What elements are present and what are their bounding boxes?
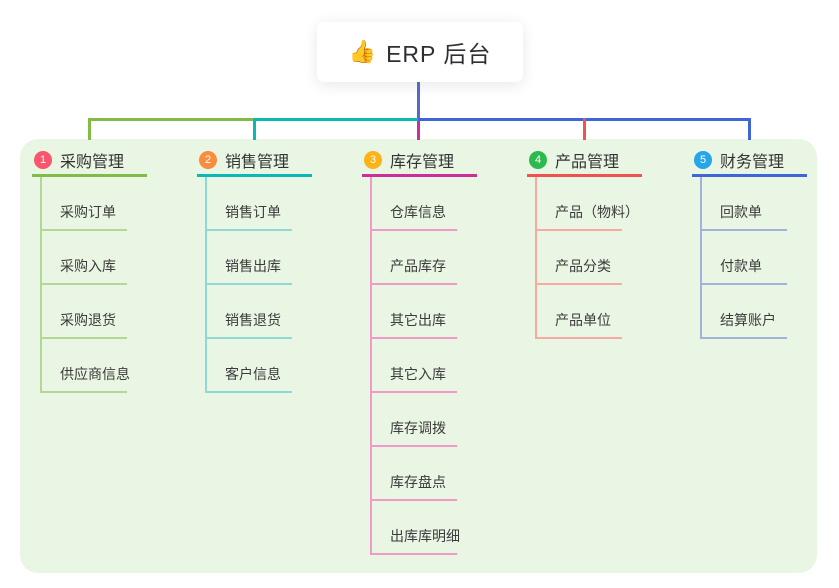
child-node-label: 出库库明细 [390, 528, 460, 544]
badge-4-icon: 4 [529, 151, 547, 169]
branch-label: 产品管理 [555, 154, 620, 171]
node-sales-outbound[interactable]: 销售出库 [207, 231, 292, 285]
node-sales-order[interactable]: 销售订单 [207, 177, 292, 231]
branch-purchase: 1 采购管理 采购订单 采购入库 采购退货 供应商信息 [32, 146, 147, 393]
branch-children-inventory: 仓库信息 产品库存 其它出库 其它入库 库存调拨 库存盘点 出库库明细 [370, 177, 460, 555]
node-purchase-return[interactable]: 采购退货 [42, 285, 127, 339]
root-node-erp[interactable]: 👍 ERP 后台 [317, 22, 523, 82]
branch-children-finance: 回款单 付款单 结算账户 [700, 177, 787, 339]
child-node-label: 产品库存 [390, 258, 446, 274]
child-node-label: 采购订单 [60, 204, 116, 220]
child-node-label: 其它入库 [390, 366, 446, 382]
child-node-label: 采购入库 [60, 258, 116, 274]
branch-children-purchase: 采购订单 采购入库 采购退货 供应商信息 [40, 177, 130, 393]
node-customer-info[interactable]: 客户信息 [207, 339, 292, 393]
node-product-category[interactable]: 产品分类 [537, 231, 622, 285]
node-other-outbound[interactable]: 其它出库 [372, 285, 457, 339]
child-node-label: 销售出库 [225, 258, 281, 274]
child-node-label: 库存调拨 [390, 420, 446, 436]
connector-bus-purchase [88, 118, 254, 121]
node-product-stock[interactable]: 产品库存 [372, 231, 457, 285]
branch-children-product: 产品（物料） 产品分类 产品单位 [535, 177, 639, 339]
branch-title-purchase[interactable]: 1 采购管理 [32, 146, 147, 177]
node-stock-transfer[interactable]: 库存调拨 [372, 393, 457, 447]
branch-label: 财务管理 [720, 154, 785, 171]
node-purchase-inbound[interactable]: 采购入库 [42, 231, 127, 285]
child-node-label: 其它出库 [390, 312, 446, 328]
child-node-label: 付款单 [720, 258, 762, 274]
branch-title-finance[interactable]: 5 财务管理 [692, 146, 807, 177]
branch-inventory: 3 库存管理 仓库信息 产品库存 其它出库 其它入库 库存调拨 库存盘点 出库库… [362, 146, 477, 555]
child-node-label: 产品单位 [555, 312, 611, 328]
branch-title-inventory[interactable]: 3 库存管理 [362, 146, 477, 177]
connector-drop-purchase [88, 118, 91, 140]
branch-title-sales[interactable]: 2 销售管理 [197, 146, 312, 177]
badge-2-icon: 2 [199, 151, 217, 169]
branch-sales: 2 销售管理 销售订单 销售出库 销售退货 客户信息 [197, 146, 312, 393]
node-payment-order[interactable]: 付款单 [702, 231, 787, 285]
node-stock-check[interactable]: 库存盘点 [372, 447, 457, 501]
branch-label: 库存管理 [390, 154, 455, 171]
node-purchase-order[interactable]: 采购订单 [42, 177, 127, 231]
badge-5-icon: 5 [694, 151, 712, 169]
child-node-label: 客户信息 [225, 366, 281, 382]
child-node-label: 销售退货 [225, 312, 281, 328]
connector-drop-product [583, 118, 586, 140]
connector-drop-inventory [417, 121, 420, 140]
root-node-label: ERP 后台 [386, 41, 492, 67]
branch-finance: 5 财务管理 回款单 付款单 结算账户 [692, 146, 807, 339]
child-node-label: 库存盘点 [390, 474, 446, 490]
child-node-label: 采购退货 [60, 312, 116, 328]
branch-title-product[interactable]: 4 产品管理 [527, 146, 642, 177]
node-product-material[interactable]: 产品（物料） [537, 177, 639, 231]
node-receipt-order[interactable]: 回款单 [702, 177, 787, 231]
node-supplier-info[interactable]: 供应商信息 [42, 339, 130, 393]
branch-product: 4 产品管理 产品（物料） 产品分类 产品单位 [527, 146, 642, 339]
node-other-inbound[interactable]: 其它入库 [372, 339, 457, 393]
branch-label: 销售管理 [225, 154, 290, 171]
child-node-label: 回款单 [720, 204, 762, 220]
badge-3-icon: 3 [364, 151, 382, 169]
branch-children-sales: 销售订单 销售出库 销售退货 客户信息 [205, 177, 292, 393]
badge-1-icon: 1 [34, 151, 52, 169]
child-node-label: 销售订单 [225, 204, 281, 220]
node-outbound-detail[interactable]: 出库库明细 [372, 501, 460, 555]
connector-root-vertical [417, 82, 420, 118]
child-node-label: 仓库信息 [390, 204, 446, 220]
connector-drop-finance [748, 118, 751, 140]
child-node-label: 产品（物料） [555, 204, 639, 220]
thumbs-up-icon: 👍 [348, 39, 378, 64]
node-settlement-account[interactable]: 结算账户 [702, 285, 787, 339]
child-node-label: 供应商信息 [60, 366, 130, 382]
node-sales-return[interactable]: 销售退货 [207, 285, 292, 339]
node-warehouse-info[interactable]: 仓库信息 [372, 177, 457, 231]
node-product-unit[interactable]: 产品单位 [537, 285, 622, 339]
branch-label: 采购管理 [60, 154, 125, 171]
child-node-label: 结算账户 [720, 312, 776, 328]
child-node-label: 产品分类 [555, 258, 611, 274]
connector-drop-sales [253, 118, 256, 140]
connector-bus-sales [254, 118, 418, 121]
